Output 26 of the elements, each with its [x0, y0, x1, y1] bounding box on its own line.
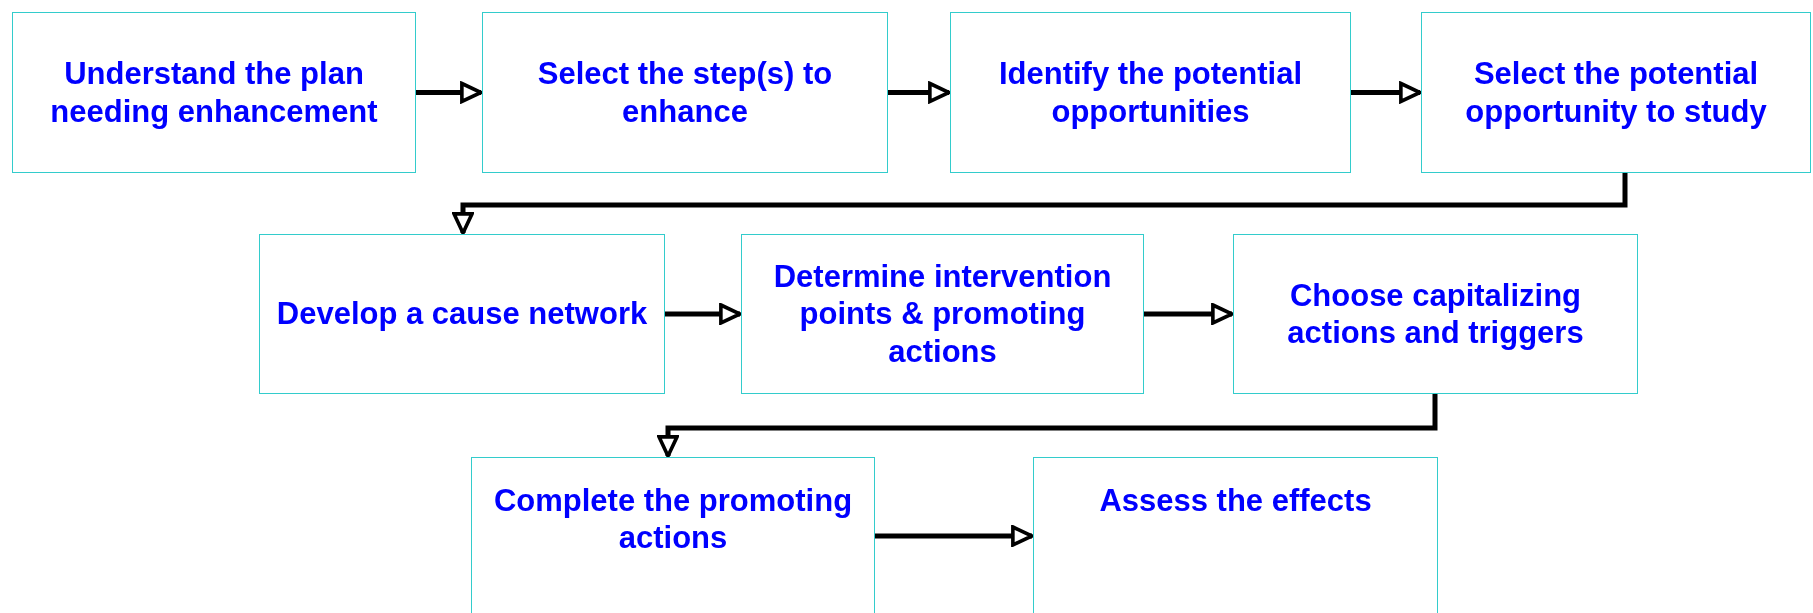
arrow [1351, 81, 1422, 104]
process-box [471, 457, 875, 613]
process-box [741, 234, 1144, 394]
process-box [482, 12, 888, 173]
process-box [1421, 12, 1811, 173]
arrow [452, 173, 1628, 235]
process-box [1033, 457, 1438, 613]
step-text: Determine intervention points & promoting actions [772, 258, 1113, 370]
step-text: Identify the potential opportunities [997, 55, 1304, 130]
arrow [1144, 303, 1234, 325]
process-box [950, 12, 1351, 173]
arrow [875, 525, 1034, 547]
step-text: Choose capitalizing actions and triggers [1286, 276, 1585, 352]
arrow [416, 81, 483, 104]
step-text: Complete the promoting actions [492, 482, 854, 557]
process-box [1233, 234, 1638, 394]
arrow [888, 81, 951, 104]
arrow [657, 394, 1438, 458]
process-box [259, 234, 665, 394]
step-text: Select the potential opportunity to study [1464, 55, 1768, 130]
process-box [12, 12, 416, 173]
step-text: Select the step(s) to enhance [536, 55, 834, 130]
arrow [665, 303, 742, 325]
step-text: Develop a cause network [276, 295, 648, 333]
step-text: Understand the plan needing enhancement [49, 55, 379, 130]
step-text: Assess the effects [1099, 482, 1372, 520]
